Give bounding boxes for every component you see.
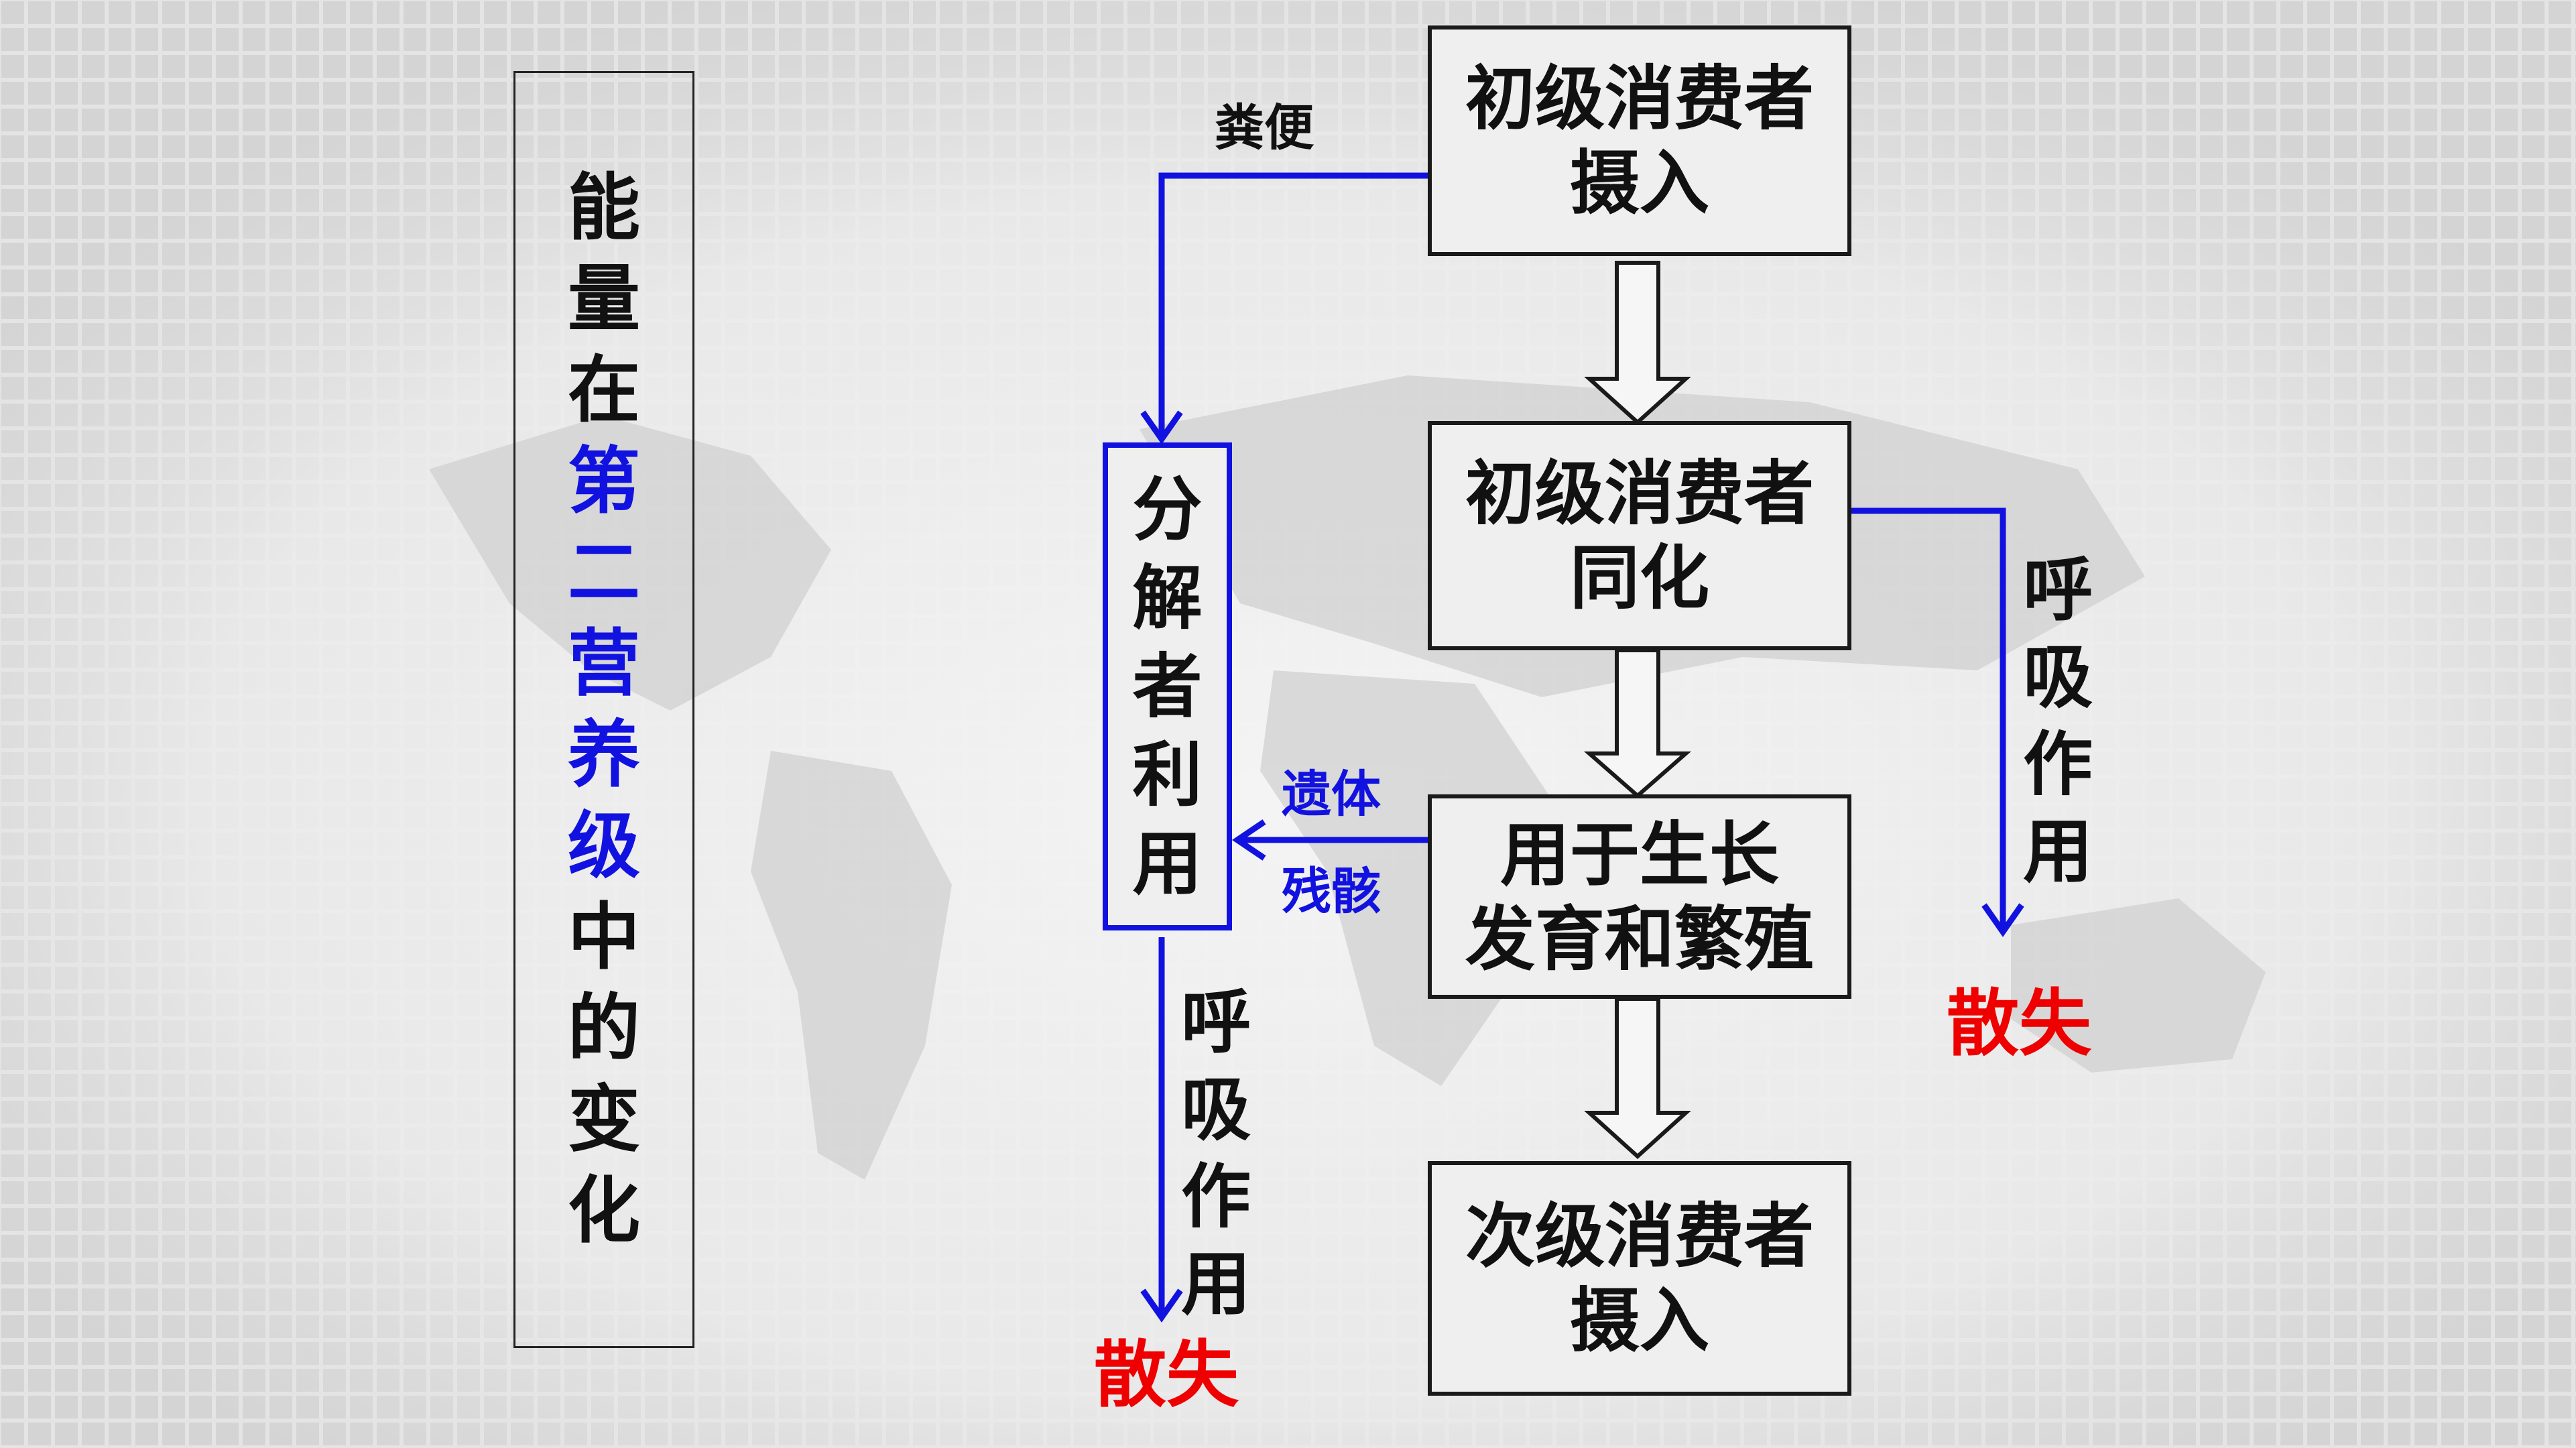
hollow-arrow-1 xyxy=(1584,261,1691,426)
respiration-char: 呼 xyxy=(2023,549,2093,631)
title-char: 在 xyxy=(567,348,640,432)
box-primary-intake-line1: 初级消费者 xyxy=(1465,58,1814,139)
label-respiration-decomposer: 呼吸作用 xyxy=(1181,979,1251,1327)
label-respiration-assimilation: 呼吸作用 xyxy=(2023,546,2093,895)
remains-arrow xyxy=(1231,819,1428,861)
label-remains-1: 遗体 xyxy=(1282,766,1381,823)
decomposer-respiration-arrow xyxy=(1140,937,1183,1323)
hollow-arrow-2 xyxy=(1584,648,1691,798)
title-char: 化 xyxy=(567,1168,640,1253)
respiration-char: 吸 xyxy=(2023,636,2093,718)
box-primary-assimilation-line2: 同化 xyxy=(1569,537,1709,619)
hollow-arrow-3 xyxy=(1584,997,1691,1160)
respiration-char: 作 xyxy=(2023,723,2093,805)
respiration-char: 吸 xyxy=(1181,1069,1251,1150)
box-growth-line1: 用于生长 xyxy=(1499,813,1779,896)
title-char: 的 xyxy=(567,986,640,1071)
respiration-char: 呼 xyxy=(1181,981,1251,1063)
box-primary-assimilation-line1: 初级消费者 xyxy=(1465,452,1814,534)
box-primary-assimilation: 初级消费者 同化 xyxy=(1428,421,1851,650)
vertical-title: 能量在第二营养级中的变化 xyxy=(513,71,694,1348)
assimilation-respiration-arrow xyxy=(1851,507,2024,937)
box-primary-intake-line2: 摄入 xyxy=(1569,142,1709,224)
decomposer-char: 者 xyxy=(1132,646,1203,727)
title-char: 养 xyxy=(567,713,640,797)
respiration-char: 作 xyxy=(1181,1156,1251,1238)
title-char: 第 xyxy=(567,439,640,524)
decomposer-char: 解 xyxy=(1132,557,1203,639)
title-char: 量 xyxy=(567,257,640,341)
title-char: 中 xyxy=(567,895,640,979)
box-growth-reproduction: 用于生长 发育和繁殖 xyxy=(1428,794,1851,999)
title-char: 能 xyxy=(567,166,640,250)
box-secondary-intake-line2: 摄入 xyxy=(1569,1280,1709,1362)
title-char: 营 xyxy=(567,621,640,706)
decomposer-char: 用 xyxy=(1132,823,1203,904)
title-char: 级 xyxy=(567,804,640,888)
decomposer-char: 利 xyxy=(1132,734,1203,816)
decomposer-char: 分 xyxy=(1132,469,1203,550)
respiration-char: 用 xyxy=(2023,810,2093,892)
label-remains-2: 残骸 xyxy=(1282,863,1381,920)
box-secondary-intake-line1: 次级消费者 xyxy=(1465,1195,1814,1277)
respiration-char: 用 xyxy=(1181,1243,1251,1325)
title-char: 变 xyxy=(567,1077,640,1162)
label-feces: 粪便 xyxy=(1215,99,1314,157)
box-primary-intake: 初级消费者 摄入 xyxy=(1428,25,1851,256)
box-growth-line2: 发育和繁殖 xyxy=(1465,898,1814,980)
box-decomposer: 分解者利用 xyxy=(1103,442,1232,930)
box-secondary-intake: 次级消费者 摄入 xyxy=(1428,1161,1851,1396)
label-dissipate-right: 散失 xyxy=(1947,982,2092,1066)
title-char: 二 xyxy=(567,530,640,615)
feces-arrow xyxy=(1140,172,1428,444)
label-dissipate-left: 散失 xyxy=(1094,1333,1239,1417)
